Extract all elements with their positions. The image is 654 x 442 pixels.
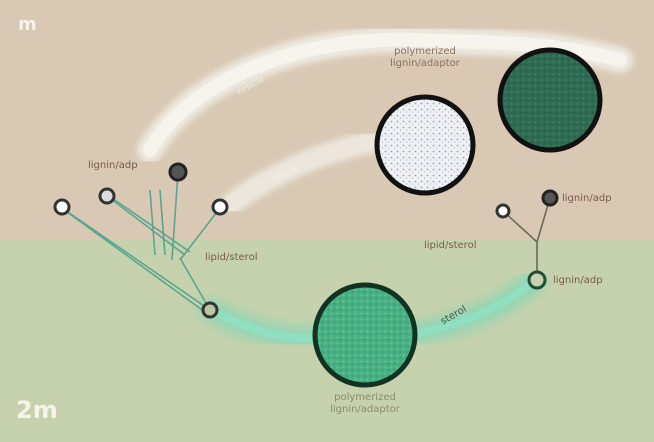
node-left-3 [213,200,227,214]
teal-cell [315,285,415,385]
node-right-bottom [529,272,545,288]
bottom-caption: polymerized lignin/adaptor [300,392,430,416]
right-bottom-node-label: lignin/adp [553,275,603,287]
corner-label-bottom: 2m [16,396,58,424]
right-branch-label: lipid/sterol [424,240,476,252]
node-right-dark [543,191,557,205]
node-convergence [203,303,217,317]
node-right-white [497,205,509,217]
left-cluster-label: lipid/sterol [205,252,257,264]
node-dark-top [170,164,186,180]
right-top-node-label: lignin/adp [562,193,612,205]
left-top-node-label: lignin/adp [88,160,138,172]
top-arc-caption: polymerized lignin/adaptor [360,46,490,70]
white-cell [377,97,473,193]
node-left-1 [55,200,69,214]
dark-green-cell [500,50,600,150]
corner-label-top: m [18,14,37,35]
node-left-2 [100,189,114,203]
